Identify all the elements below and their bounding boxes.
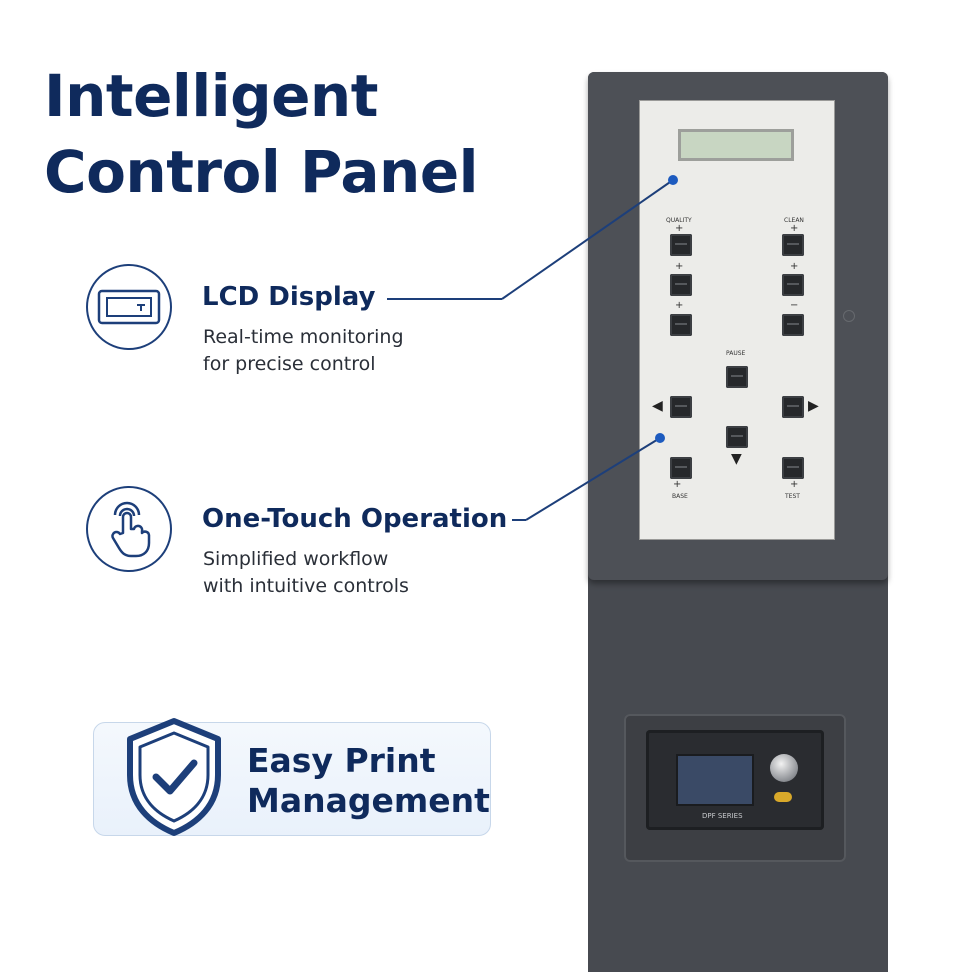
clean-key-3[interactable] (782, 314, 804, 336)
feature-desc-touch-line-1: Simplified workflow (203, 548, 389, 570)
feature-desc-lcd-line-2: for precise control (203, 353, 376, 375)
feature-title-touch: One-Touch Operation (202, 504, 508, 534)
clean-key-2[interactable] (782, 274, 804, 296)
arrow-down-icon: ▼ (731, 451, 742, 467)
feature-desc-lcd: Real-time monitoring for precise control (203, 324, 404, 378)
badge-title-line-2: Management (247, 781, 490, 820)
module-screen (676, 754, 754, 806)
feature-desc-touch-line-2: with intuitive controls (203, 575, 409, 597)
printer-control-tower: QUALITY CLEAN + + + + + − PAUSE ◀ ▶ ▼ + (588, 72, 888, 972)
minus-icon: − (790, 300, 799, 311)
quality-key-3[interactable] (670, 314, 692, 336)
plus-icon: + (790, 479, 799, 490)
control-module: DPF SERIES (646, 730, 824, 830)
quality-key-2[interactable] (670, 274, 692, 296)
pause-key[interactable] (726, 366, 748, 388)
badge-title: Easy Print Management (247, 741, 490, 821)
callout-dot-touch (655, 433, 665, 443)
left-key[interactable] (670, 396, 692, 418)
callout-line-lcd-diagonal (501, 179, 674, 300)
plus-icon: + (675, 300, 684, 311)
plus-icon: + (675, 223, 684, 234)
plus-icon: + (790, 261, 799, 272)
plus-icon: + (790, 223, 799, 234)
headline: Intelligent Control Panel (44, 58, 479, 210)
label-quality: QUALITY (666, 217, 692, 224)
feature-desc-touch: Simplified workflow with intuitive contr… (203, 546, 409, 600)
headline-line-1: Intelligent (44, 62, 378, 130)
module-button[interactable] (774, 792, 792, 802)
right-key[interactable] (782, 396, 804, 418)
arrow-right-icon: ▶ (808, 398, 819, 414)
callout-dot-lcd (668, 175, 678, 185)
quality-key-1[interactable] (670, 234, 692, 256)
label-clean: CLEAN (784, 217, 804, 224)
plus-icon: + (675, 261, 684, 272)
down-key[interactable] (726, 426, 748, 448)
callout-line-touch-diagonal (525, 437, 661, 521)
feature-title-lcd: LCD Display (202, 282, 376, 312)
lcd-window (678, 129, 794, 161)
lcd-icon (86, 264, 172, 350)
touch-hand-icon (86, 486, 172, 572)
module-label: DPF SERIES (702, 812, 743, 820)
screw-icon (843, 310, 855, 322)
headline-line-2: Control Panel (44, 138, 479, 206)
control-panel-face: QUALITY CLEAN + + + + + − PAUSE ◀ ▶ ▼ + (639, 100, 835, 540)
arrow-left-icon: ◀ (652, 398, 663, 414)
base-key[interactable] (670, 457, 692, 479)
control-module-recess: DPF SERIES (624, 714, 846, 862)
label-pause: PAUSE (726, 350, 746, 357)
feature-desc-lcd-line-1: Real-time monitoring (203, 326, 404, 348)
label-base: BASE (672, 493, 688, 500)
test-key[interactable] (782, 457, 804, 479)
label-test: TEST (785, 493, 800, 500)
plus-icon: + (673, 479, 682, 490)
badge-title-line-1: Easy Print (247, 741, 436, 780)
control-panel-housing: QUALITY CLEAN + + + + + − PAUSE ◀ ▶ ▼ + (588, 72, 888, 580)
clean-key-1[interactable] (782, 234, 804, 256)
rotary-knob[interactable] (770, 754, 798, 782)
shield-check-icon (127, 718, 221, 836)
easy-print-badge: Easy Print Management (93, 718, 491, 836)
